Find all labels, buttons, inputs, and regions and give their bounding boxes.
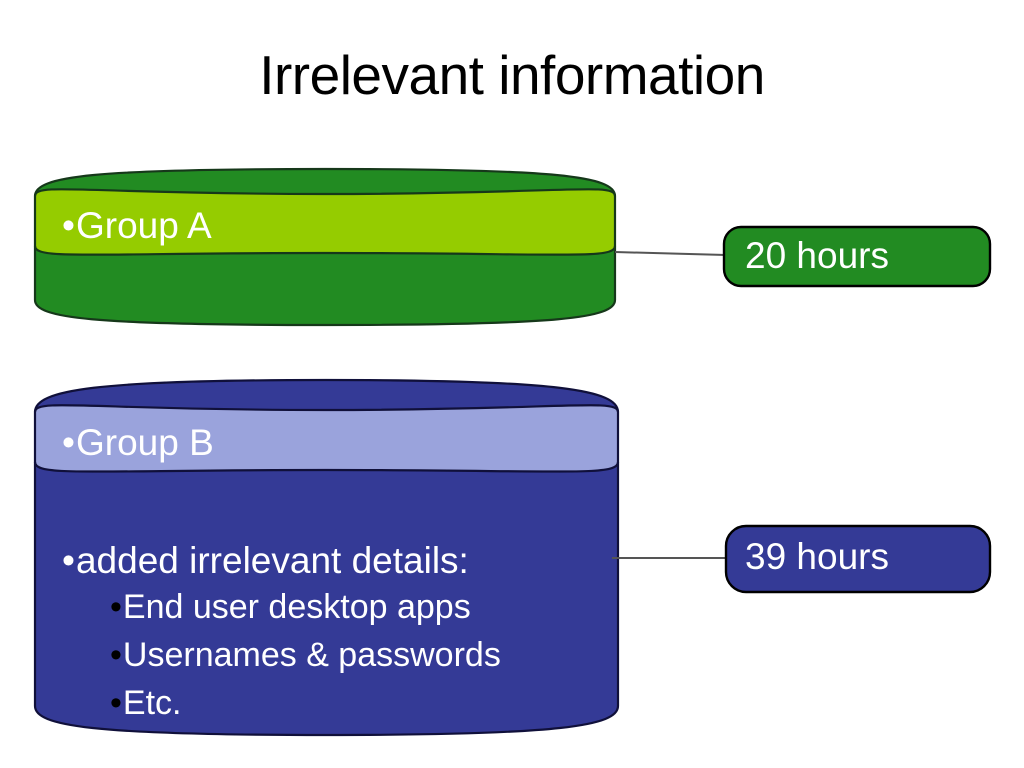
group-b-band <box>35 405 618 472</box>
group-b-band-bottom-outline <box>33 461 620 473</box>
connector-a <box>614 251 727 256</box>
hours-a-value: 20 hours <box>745 235 889 276</box>
group-b-top-outline <box>33 378 620 413</box>
group-a-label-block: •Group A <box>62 203 212 248</box>
group-a-bullet-line: •Group A <box>62 203 212 248</box>
group-a-outline <box>33 196 617 327</box>
group-a-top-outline <box>33 167 617 197</box>
group-a-band-top-outline <box>33 188 617 197</box>
page-title: Irrelevant information <box>259 44 765 106</box>
group-a-band-bottom-outline <box>33 245 617 256</box>
group-b-band-top-outline <box>33 404 620 413</box>
list-item: •Usernames & passwords <box>62 631 501 679</box>
bullet-glyph: • <box>110 588 122 626</box>
group-b-label-block: •Group B <box>62 420 214 465</box>
hours-a-box-shape <box>722 225 992 288</box>
list-item-label: Usernames & passwords <box>122 636 501 674</box>
hours-b-value: 39 hours <box>745 536 889 577</box>
list-item-label: End user desktop apps <box>122 588 471 626</box>
group-a-band <box>35 189 615 255</box>
bullet-glyph: • <box>62 422 75 463</box>
hours-b-box[interactable] <box>724 524 992 594</box>
details-heading-line: •added irrelevant details: <box>62 538 501 583</box>
list-item: •End user desktop apps <box>62 583 501 631</box>
group-b-label: Group B <box>75 422 214 463</box>
hours-a-box[interactable] <box>722 225 992 288</box>
group-b-bullet-line: •Group B <box>62 420 214 465</box>
hours-b-box-shape <box>724 524 992 594</box>
details-heading: added irrelevant details: <box>75 540 469 581</box>
group-b-cylinder[interactable] <box>33 378 620 737</box>
group-b-outline <box>33 412 620 737</box>
bullet-glyph: • <box>110 684 122 722</box>
group-a-cylinder[interactable] <box>33 167 617 327</box>
list-item-label: Etc. <box>122 684 182 722</box>
bullet-glyph: • <box>62 540 75 581</box>
group-b-details-block: •added irrelevant details: •End user des… <box>62 538 501 727</box>
bullet-glyph: • <box>62 205 75 246</box>
bullet-glyph: • <box>110 636 122 674</box>
list-item: •Etc. <box>62 679 501 727</box>
group-a-label: Group A <box>75 205 212 246</box>
